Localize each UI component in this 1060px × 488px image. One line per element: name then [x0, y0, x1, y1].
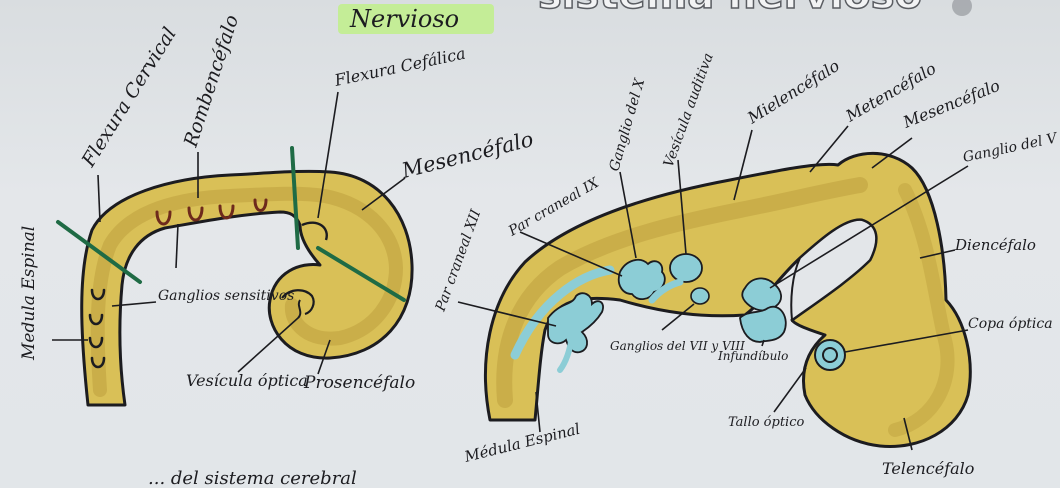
- label-vesicula-optica: Vesícula óptica: [186, 371, 308, 390]
- label-medula-espinal-right: Médula Espinal: [462, 420, 582, 466]
- optic-cup: [815, 340, 845, 370]
- label-tallo-optico: Tallo óptico: [728, 415, 804, 430]
- label-telencefalo: Telencéfalo: [882, 459, 974, 478]
- label-infundibulo: Infundíbulo: [717, 349, 788, 363]
- otic-vesicle: [670, 254, 702, 282]
- bottom-caption: ... del sistema cerebral: [148, 468, 357, 488]
- label-medula-espinal: Medula Espinal: [19, 226, 39, 361]
- header: Nervioso sistema nervioso: [338, 0, 972, 34]
- title-highlighted: Nervioso: [349, 5, 459, 33]
- label-diencefalo: Diencéfalo: [954, 236, 1036, 254]
- label-flexura-cervical: Flexura Cervical: [77, 24, 181, 172]
- label-par-craneal-xii: Par craneal XII: [432, 207, 484, 314]
- leader-ganglios-a: [176, 224, 178, 268]
- label-copa-optica: Copa óptica: [968, 316, 1053, 332]
- label-mesencefalo: Mesencéfalo: [398, 127, 535, 183]
- label-flexura-cefalica: Flexura Cefálica: [332, 44, 467, 90]
- label-vesicula-auditiva: Vesícula auditiva: [661, 51, 717, 169]
- label-ganglios-sensitivos: Ganglios sensitivos: [158, 288, 294, 304]
- right-embryo-diagram: Par craneal XII Par craneal IX Ganglio d…: [432, 51, 1060, 478]
- label-ganglio-del-v: Ganglio del V: [962, 130, 1060, 166]
- ganglion-viii: [691, 288, 709, 304]
- leader-flexura-cervical: [98, 175, 100, 222]
- label-mielencefalo: Mielencéfalo: [743, 56, 843, 128]
- label-prosencefalo: Prosencéfalo: [303, 373, 415, 393]
- label-ganglio-del-x: Ganglio del X: [606, 76, 648, 173]
- title-fragment: sistema nervioso: [538, 0, 922, 18]
- label-rombencefalo: Rombencéfalo: [180, 12, 244, 150]
- leader-tallo-optico: [774, 368, 806, 412]
- page-corner-mark: [952, 0, 972, 16]
